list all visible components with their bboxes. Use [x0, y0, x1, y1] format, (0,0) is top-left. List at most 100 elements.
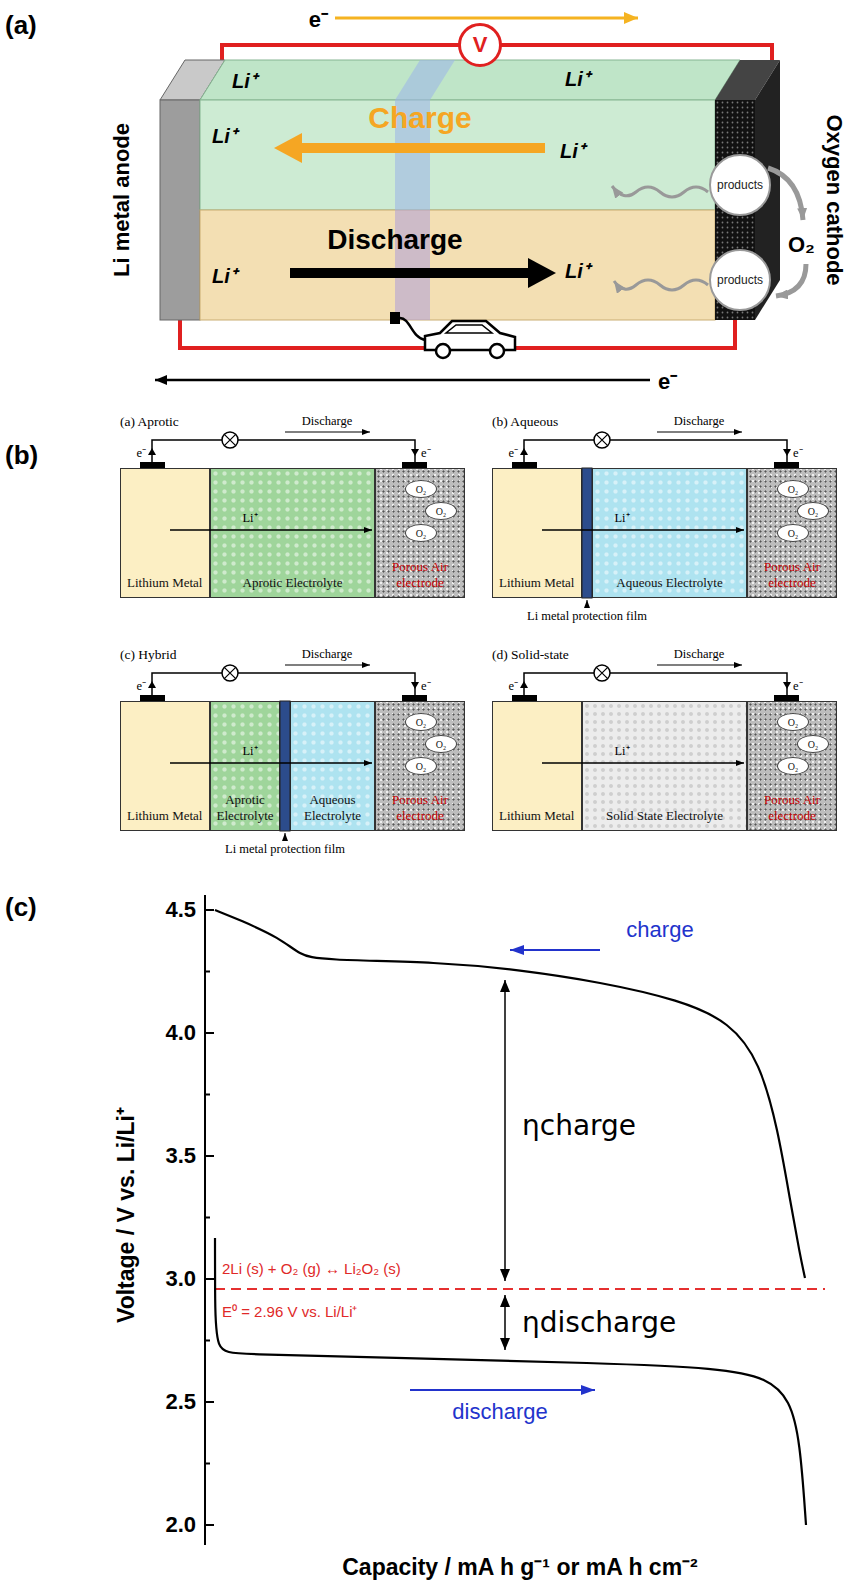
- cell-label: e⁻: [508, 677, 518, 694]
- oxygen-bubble: O₂: [405, 713, 437, 731]
- electron-arrowhead: [520, 681, 528, 688]
- lamp-cross: [224, 667, 235, 678]
- cell-label: Discharge: [674, 414, 724, 429]
- tick-label: 2.5: [165, 1389, 196, 1415]
- lithium-metal-region: Lithium Metal: [492, 468, 582, 598]
- product-circle: products: [709, 249, 771, 311]
- node-text: O₂: [788, 484, 799, 495]
- charge-band: [200, 100, 715, 210]
- ion-label: Li⁺: [212, 122, 237, 149]
- air-electrode-region: Porous Air electrodeO₂O₂O₂: [747, 701, 837, 831]
- oxygen-bubble: O₂: [405, 757, 437, 775]
- node-text: O₂: [788, 528, 799, 539]
- tick-mark: [205, 909, 214, 911]
- air-electrode-region: Porous Air electrodeO₂O₂O₂: [747, 468, 837, 598]
- protection-film: [582, 468, 592, 598]
- electron-arrowhead: [148, 681, 156, 688]
- ion-label: Li⁺: [212, 262, 237, 289]
- tick-mark: [205, 1278, 214, 1280]
- car-icon: [390, 312, 515, 358]
- reaction-label: 2Li (s) + O₂ (g) ↔ Li₂O₂ (s): [222, 1260, 401, 1277]
- electron-arrowhead: [783, 682, 791, 689]
- subpanel-title: (c) Hybrid: [120, 647, 177, 663]
- node-text: products: [717, 273, 763, 287]
- cell-label: e⁻: [421, 677, 431, 694]
- cell-circuit: [140, 432, 427, 468]
- wire: [524, 673, 787, 695]
- electrode-label: Li metal anode: [109, 123, 135, 277]
- aprotic-electrolyte-region: Aprotic Electrolyte: [210, 701, 280, 831]
- oxygen-bubble: O₂: [777, 480, 809, 498]
- electron-arrow: [155, 379, 650, 382]
- node-text: Lithium Metal: [127, 808, 202, 824]
- oxygen-bubble: O₂: [425, 735, 457, 753]
- discharge-arrow: [285, 664, 370, 665]
- electron-label: e⁻: [658, 365, 677, 395]
- panel-a-illustration: [155, 18, 806, 380]
- tick-mark: [205, 1032, 214, 1034]
- lamp-symbol: [222, 432, 238, 448]
- node-text: Porous Air electrode: [380, 559, 460, 591]
- leader-line: [587, 600, 588, 607]
- lamp-cross: [224, 434, 235, 445]
- ion-arrow: [170, 529, 372, 531]
- tick-mark: [205, 1401, 214, 1403]
- node-text: V: [473, 32, 488, 58]
- direction-label: discharge: [452, 1399, 547, 1425]
- lithium-metal-region: Lithium Metal: [492, 701, 582, 831]
- oxygen-bubble: O₂: [425, 502, 457, 520]
- node-text: O₂: [416, 528, 427, 539]
- tick-label: 4.0: [165, 1020, 196, 1046]
- tick-label: 4.5: [165, 897, 196, 923]
- solid-electrolyte-region: Solid State Electrolyte: [582, 701, 747, 831]
- ion-label: Li⁺: [560, 137, 585, 164]
- cell-label: e⁻: [793, 677, 803, 694]
- lamp-cross: [596, 434, 607, 445]
- node-text: Aprotic Electrolyte: [243, 575, 343, 591]
- charge-curve: [215, 910, 805, 1278]
- node-text: Porous Air electrode: [752, 559, 832, 591]
- cell-label: Li⁺: [242, 742, 257, 759]
- direction-arrow: [510, 949, 600, 951]
- subpanel-title: (b) Aqueous: [492, 414, 558, 430]
- ion-path: [614, 280, 708, 290]
- reaction-label: E⁰ = 2.96 V vs. Li/Li⁺: [222, 1301, 358, 1321]
- discharge-arrow: [290, 268, 530, 278]
- oxygen-arrow: [768, 168, 803, 220]
- ion-arrow: [542, 529, 744, 531]
- lithium-metal-region: Lithium Metal: [120, 468, 210, 598]
- ion-path: [612, 186, 708, 197]
- cell-label: Li⁺: [614, 509, 629, 526]
- tick-mark: [205, 1340, 210, 1342]
- cell-label: e⁻: [793, 444, 803, 461]
- wire: [524, 440, 787, 462]
- oxygen-bubble: O₂: [777, 757, 809, 775]
- equilibrium-line: [215, 1288, 825, 1290]
- node-text: Porous Air electrode: [380, 792, 460, 824]
- y-axis: [204, 895, 206, 1545]
- ion-label: Li⁺: [565, 257, 590, 284]
- oxygen-bubble: O₂: [777, 713, 809, 731]
- panel-c-chart: [205, 895, 825, 1545]
- product-circle: products: [709, 154, 771, 216]
- air-electrode-region: Porous Air electrode O₂ O₂ O₂: [375, 468, 465, 598]
- cell-label: Discharge: [674, 647, 724, 662]
- lamp-symbol: [594, 432, 610, 448]
- panel-letter: (c): [5, 892, 37, 923]
- leader-line: [285, 833, 286, 840]
- oxygen-bubble: O₂: [405, 480, 437, 498]
- aqueous-electrolyte-region: Aqueous Electrolyte: [290, 701, 375, 831]
- separator-top: [395, 60, 455, 100]
- electron-arrowhead: [411, 449, 419, 456]
- overpotential-label: ηdischarge: [522, 1306, 676, 1339]
- subpanel-title: (d) Solid-state: [492, 647, 569, 663]
- node-text: O₂: [808, 739, 819, 750]
- electron-arrowhead: [520, 448, 528, 455]
- oxygen-bubble: O₂: [797, 735, 829, 753]
- aqueous-electrolyte-region: Aqueous Electrolyte: [592, 468, 747, 598]
- oxygen-arrow: [776, 264, 806, 296]
- discharge-arrow: [657, 431, 742, 432]
- node-text: O₂: [436, 506, 447, 517]
- node-text: Aqueous Electrolyte: [295, 792, 370, 824]
- cell-label: Li⁺: [614, 742, 629, 759]
